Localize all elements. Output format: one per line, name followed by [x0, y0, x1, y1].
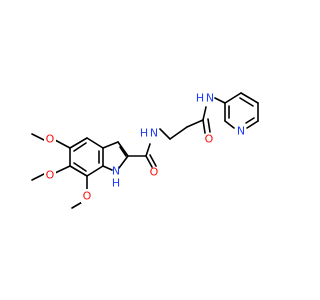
bond [145, 143, 151, 157]
bond [69, 165, 88, 177]
bond [102, 165, 113, 171]
bond [224, 92, 242, 104]
bond [118, 155, 129, 169]
bond [159, 128, 171, 140]
bond [245, 117, 255, 124]
bond [207, 118, 211, 133]
oxygen-label: O [83, 190, 92, 203]
nitrogen-label: N [112, 165, 120, 178]
bond [145, 155, 153, 168]
bond [86, 137, 104, 149]
hydrogen-label: H [112, 177, 120, 190]
hydrogen-label: H [140, 127, 148, 140]
bond [202, 119, 206, 134]
bond [224, 120, 235, 129]
nitrogen-label: N [150, 127, 158, 140]
bond [54, 165, 71, 174]
bond [86, 165, 104, 177]
bond-layer [31, 92, 259, 209]
atom-labels: O O O N H O N H O N H N [44, 92, 245, 203]
molecule-structure: O O O N H O N H O N H N [31, 92, 259, 209]
bond [102, 141, 119, 149]
bond [186, 119, 204, 128]
oxygen-label: O [46, 169, 55, 182]
bond [169, 126, 188, 140]
bond [119, 146, 127, 157]
oxygen-label: O [205, 133, 214, 146]
bond [73, 162, 87, 172]
structure-canvas: O O O N H O N H O N H N [31, 91, 259, 209]
bond [240, 92, 259, 104]
bond [239, 97, 254, 107]
oxygen-label: O [150, 166, 159, 179]
bond [31, 133, 45, 141]
hydrogen-label: H [196, 92, 204, 105]
bond [149, 154, 157, 167]
bond [117, 141, 129, 157]
nitrogen-label: N [237, 125, 245, 138]
bond [214, 97, 226, 104]
bond [69, 137, 88, 149]
bond [31, 173, 45, 181]
bond [246, 120, 259, 129]
bond [73, 142, 87, 152]
nitrogen-label: N [206, 92, 214, 105]
oxygen-label: O [46, 133, 55, 146]
bond [202, 106, 207, 121]
bond [54, 139, 71, 149]
